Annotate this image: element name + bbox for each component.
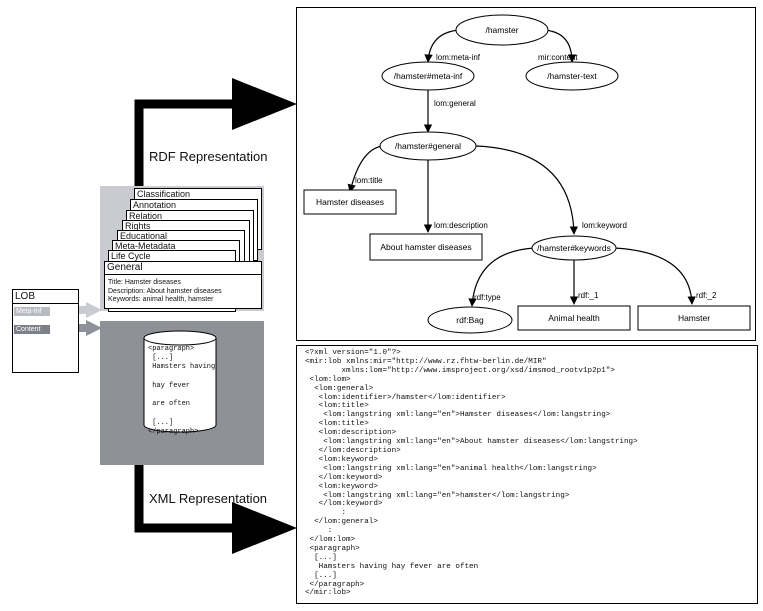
edge-label-two: rdf:_2 xyxy=(696,291,717,300)
edge-label-title: lom:title xyxy=(355,176,383,185)
node-rdf-bag-label: rdf:Bag xyxy=(456,315,484,325)
rdf-edges xyxy=(347,29,696,307)
card-general-title: General xyxy=(105,262,261,275)
edge-label-description: lom:description xyxy=(434,221,488,230)
node-general-label: /hamster#general xyxy=(395,141,461,151)
edge-label-one: rdf:_1 xyxy=(578,291,599,300)
literal-title xyxy=(303,189,397,215)
cylinder-paragraph-text: <paragraph> [...] Hamsters having hay fe… xyxy=(148,345,216,436)
edge-label-meta-inf: lom:meta-inf xyxy=(436,53,481,62)
literal-animal-health-label: Animal health xyxy=(548,313,600,323)
xml-arrow xyxy=(134,465,297,554)
edge-label-content: mir:content xyxy=(538,53,578,62)
node-hamster-label: /hamster xyxy=(485,25,518,35)
node-hamster xyxy=(455,14,549,46)
rdf-frame xyxy=(296,7,756,341)
card-general: General Title: Hamster diseases Descript… xyxy=(104,261,262,309)
literal-animal-health xyxy=(517,305,631,331)
literal-hamster-label: Hamster xyxy=(678,313,710,323)
rdf-arrow xyxy=(134,78,297,186)
literal-hamster xyxy=(637,305,751,331)
lob-box: LOB Meta-Inf Content xyxy=(12,289,79,373)
lob-title: LOB xyxy=(15,291,36,302)
literal-description-label: About hamster diseases xyxy=(380,242,471,252)
lob-meta-inf-tag: Meta-Inf xyxy=(14,307,50,316)
xml-code-listing: <?xml version="1.0"?> <mir:lob xmlns:mir… xyxy=(305,349,638,598)
node-meta-inf-label: /hamster#meta-inf xyxy=(394,71,463,81)
node-meta-inf xyxy=(381,61,475,91)
literal-title-label: Hamster diseases xyxy=(316,197,384,207)
lob-content-tag: Content xyxy=(14,325,50,334)
node-rdf-bag xyxy=(427,306,513,334)
general-line-title: Title: Hamster diseases xyxy=(108,279,181,286)
paragraph-cylinder xyxy=(143,330,217,433)
general-line-description: Description: About hamster diseases xyxy=(108,287,222,295)
edge-label-general: lom:general xyxy=(434,99,476,108)
lob-divider xyxy=(13,303,78,304)
general-line-keywords: Keywords: animal health, hamster xyxy=(108,296,214,304)
node-hamster-text-label: /hamster-text xyxy=(547,71,597,81)
xml-representation-label: XML Representation xyxy=(149,491,268,506)
edge-label-keyword: lom:keyword xyxy=(582,221,627,230)
node-general xyxy=(379,131,477,161)
node-keywords xyxy=(531,235,617,261)
rdf-representation-label: RDF Representation xyxy=(149,149,268,164)
node-keywords-label: /hamster#keywords xyxy=(537,243,611,253)
xml-frame xyxy=(296,345,758,604)
node-hamster-text xyxy=(525,61,619,91)
edge-label-type: rdf:type xyxy=(474,293,501,302)
literal-description xyxy=(369,233,483,261)
